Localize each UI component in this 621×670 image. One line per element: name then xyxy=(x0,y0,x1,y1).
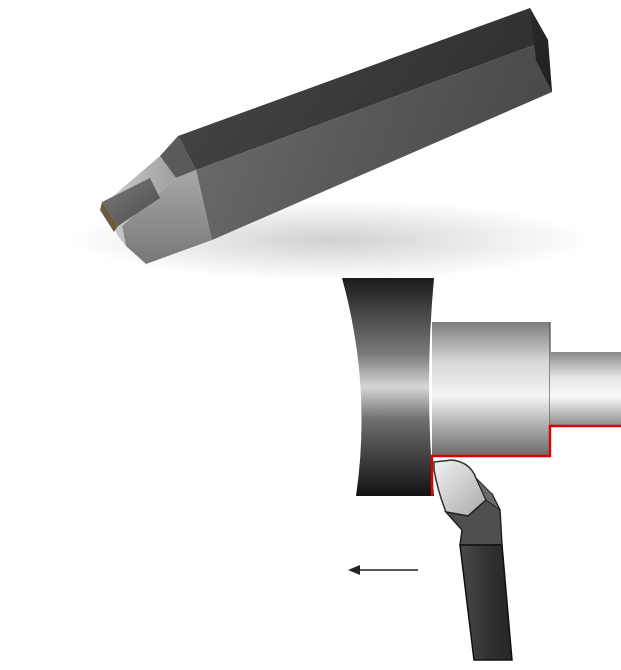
carbide-insert xyxy=(102,178,160,226)
tool-shank-top-face xyxy=(178,8,548,170)
tool-head-top xyxy=(160,136,196,178)
tool-head-side xyxy=(122,170,212,264)
arrow-left-icon xyxy=(348,565,418,575)
workpiece-small-diameter xyxy=(550,352,621,426)
workpiece-large-diameter xyxy=(432,322,550,456)
tool-shank-end-face xyxy=(530,8,552,92)
cutting-tool-chip-breaker xyxy=(475,477,501,511)
turning-tool-3d-render xyxy=(70,8,590,280)
cutting-tool-shank xyxy=(459,544,513,661)
chuck-face xyxy=(342,278,434,496)
machined-surface-line xyxy=(430,424,621,496)
turning-operation-diagram xyxy=(342,278,621,661)
carbide-insert-edge xyxy=(100,202,118,232)
tool-shank-side-face xyxy=(196,40,552,240)
